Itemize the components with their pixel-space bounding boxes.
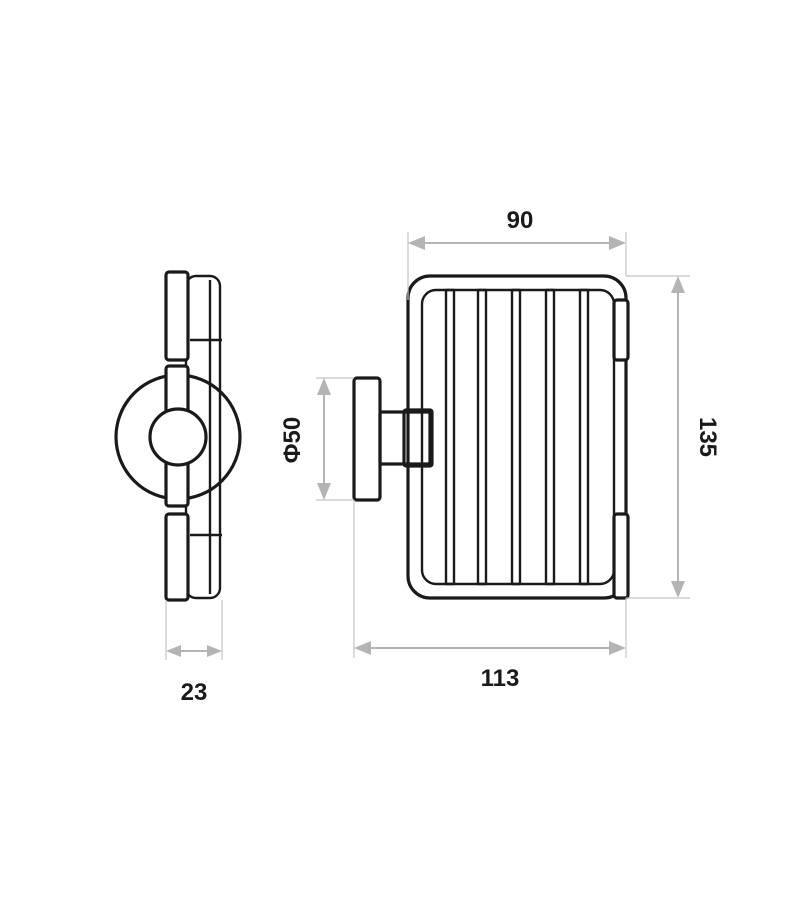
dimension-label-width-total: 113 xyxy=(481,665,520,692)
front-view xyxy=(352,274,630,600)
side-hub xyxy=(148,407,208,467)
arrow-head xyxy=(354,641,371,655)
arrow-head xyxy=(609,641,626,655)
basket-slat xyxy=(476,288,488,586)
arrow-head xyxy=(609,236,626,250)
side-view xyxy=(114,270,242,602)
dimension-width-front: 90 xyxy=(407,207,627,300)
arrow-head xyxy=(207,645,222,657)
basket-slat xyxy=(544,288,556,586)
arrow-head xyxy=(317,483,331,500)
side-bar-top xyxy=(164,270,190,362)
wall-flange xyxy=(352,376,382,502)
right-clip-top xyxy=(612,298,630,362)
arrow-head xyxy=(671,276,685,293)
right-clip-bottom xyxy=(612,512,630,600)
basket-slat xyxy=(444,288,456,586)
basket-slat xyxy=(578,288,590,586)
basket-inner-frame xyxy=(420,288,616,586)
arrow-head xyxy=(671,581,685,598)
basket-outer-frame xyxy=(406,274,628,600)
dimension-width-total: 113 xyxy=(353,500,627,692)
dimension-backplate-diameter: Φ50 xyxy=(279,377,354,501)
basket-slat xyxy=(510,288,522,586)
side-bar-bottom xyxy=(164,512,190,602)
dimension-depth: 23 xyxy=(165,600,223,706)
dimension-label-width-front: 90 xyxy=(507,207,534,234)
dimension-label-depth: 23 xyxy=(181,679,208,706)
arrow-head xyxy=(408,236,425,250)
arrow-head xyxy=(317,378,331,395)
dimension-height: 135 xyxy=(626,275,721,599)
dimension-label-height: 135 xyxy=(694,417,721,457)
basket-slats xyxy=(444,288,590,586)
dimension-label-diameter: Φ50 xyxy=(279,417,306,463)
arm-bracket xyxy=(402,408,434,468)
arrow-head xyxy=(166,645,181,657)
